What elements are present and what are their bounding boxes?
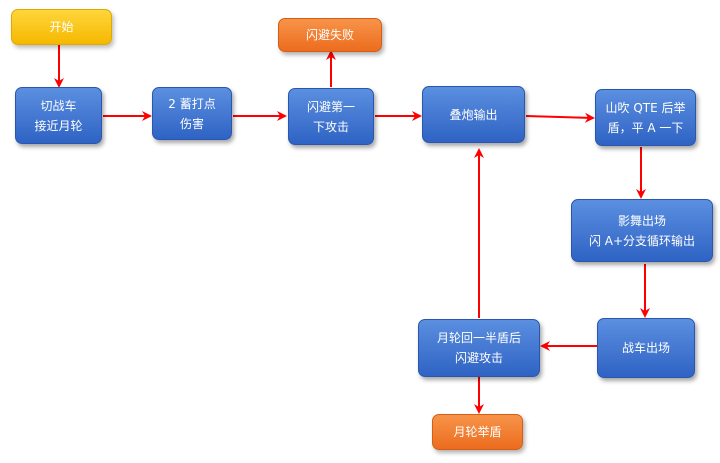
node-shadow-dance: 影舞出场 闪 A+分支循环输出 [571,199,713,262]
node-dodge-first: 闪避第一 下攻击 [288,88,374,145]
node-switch-chariot: 切战车 接近月轮 [15,87,102,144]
node-charge-hit: 2 蓄打点 伤害 [152,87,232,140]
node-dodge-fail: 闪避失败 [278,18,382,52]
node-chariot-enter: 战车出场 [597,318,695,378]
node-yamabuki-qte: 山吹 QTE 后举 盾，平 A 一下 [595,89,696,146]
node-moon-return: 月轮回一半盾后 闪避攻击 [418,319,540,377]
node-stack-output: 叠炮输出 [422,86,525,143]
node-moon-shield: 月轮举盾 [432,414,523,450]
node-start: 开始 [11,9,112,45]
arrow-stack-to-qte [525,112,595,123]
